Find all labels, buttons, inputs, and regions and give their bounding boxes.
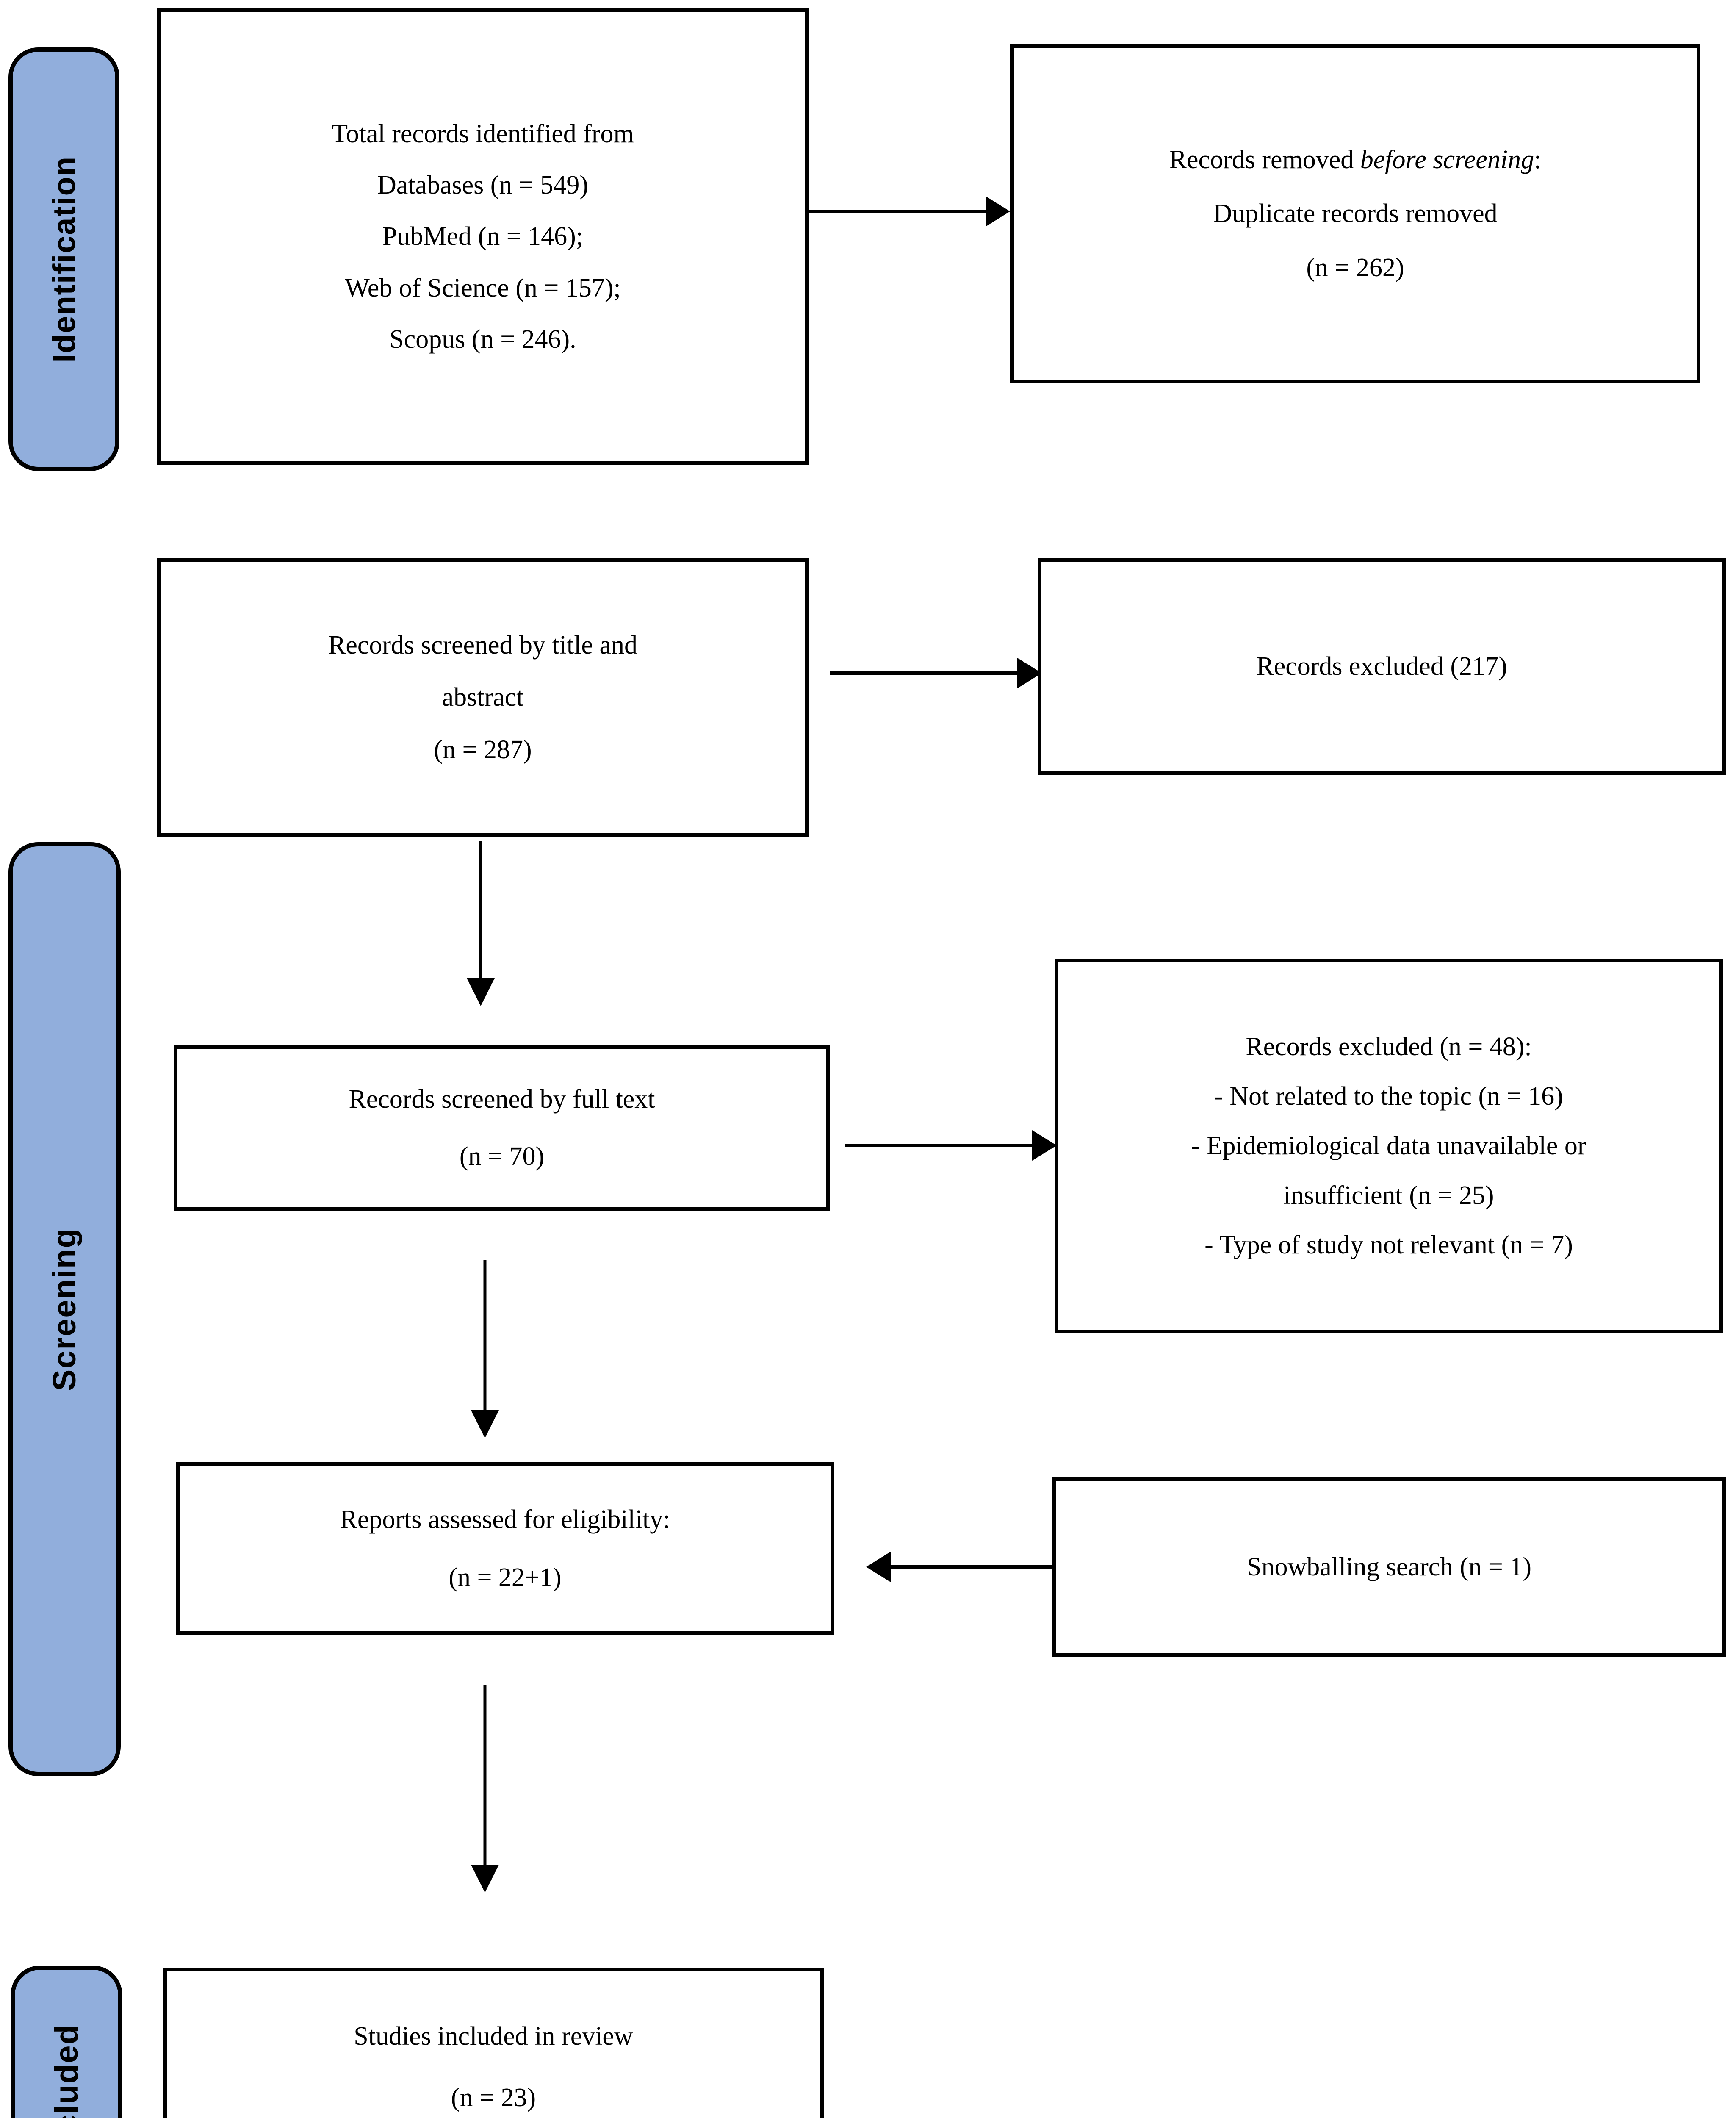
arrow-screened-to-fulltext bbox=[466, 841, 496, 1006]
arrow-screened-to-excluded-217 bbox=[830, 657, 1042, 690]
excluded-title-abstract-line-1: Records excluded (217) bbox=[1256, 652, 1507, 681]
box-screened-title-abstract: Records screened by title and abstract (… bbox=[157, 558, 809, 837]
stage-tab-screening-label: Screening bbox=[47, 1227, 83, 1391]
arrow-identified-to-removed bbox=[809, 195, 1010, 228]
records-removed-line-3: (n = 262) bbox=[1306, 253, 1404, 282]
box-snowballing-search: Snowballing search (n = 1) bbox=[1052, 1477, 1726, 1657]
box-excluded-full-text: Records excluded (n = 48): - Not related… bbox=[1055, 959, 1723, 1333]
records-identified-line-3: PubMed (n = 146); bbox=[382, 222, 584, 251]
excluded-full-text-line-2: - Not related to the topic (n = 16) bbox=[1214, 1081, 1563, 1111]
snowballing-line-1: Snowballing search (n = 1) bbox=[1246, 1552, 1532, 1581]
box-reports-assessed: Reports assessed for eligibility: (n = 2… bbox=[176, 1462, 834, 1635]
records-identified-line-1: Total records identified from bbox=[332, 119, 634, 149]
records-identified-line-5: Scopus (n = 246). bbox=[389, 324, 576, 354]
box-studies-included: Studies included in review (n = 23) bbox=[163, 1968, 824, 2118]
stage-tab-included: Included bbox=[11, 1966, 122, 2118]
screened-title-abstract-line-2: abstract bbox=[442, 683, 524, 712]
excluded-full-text-line-5: - Type of study not relevant (n = 7) bbox=[1204, 1231, 1573, 1260]
stage-tab-identification-label: Identification bbox=[46, 155, 82, 363]
studies-included-line-2: (n = 23) bbox=[451, 2083, 536, 2112]
records-removed-line-1: Records removed before screening: bbox=[1024, 146, 1686, 174]
reports-assessed-line-1: Reports assessed for eligibility: bbox=[340, 1505, 670, 1534]
arrow-eligibility-to-included bbox=[470, 1685, 500, 1893]
box-screened-full-text: Records screened by full text (n = 70) bbox=[174, 1045, 830, 1211]
records-removed-suffix: : bbox=[1534, 145, 1542, 175]
records-identified-line-2: Databases (n = 549) bbox=[377, 171, 589, 200]
stage-tab-screening: Screening bbox=[8, 842, 121, 1776]
records-identified-line-4: Web of Science (n = 157); bbox=[345, 273, 621, 302]
screened-full-text-line-1: Records screened by full text bbox=[349, 1084, 655, 1114]
box-excluded-title-abstract: Records excluded (217) bbox=[1038, 558, 1726, 775]
arrow-fulltext-to-excluded-48 bbox=[845, 1129, 1057, 1162]
excluded-full-text-line-4: insufficient (n = 25) bbox=[1283, 1181, 1494, 1210]
studies-included-line-1: Studies included in review bbox=[354, 2021, 633, 2051]
stage-tab-included-label: Included bbox=[48, 2024, 85, 2118]
records-removed-emphasis: before screening bbox=[1360, 145, 1534, 175]
box-records-removed: Records removed before screening: Duplic… bbox=[1010, 44, 1700, 383]
excluded-full-text-line-1: Records excluded (n = 48): bbox=[1246, 1032, 1532, 1061]
stage-tab-identification: Identification bbox=[8, 47, 119, 471]
screened-title-abstract-line-3: (n = 287) bbox=[434, 735, 532, 764]
arrow-snowballing-to-eligibility bbox=[866, 1550, 1055, 1583]
records-removed-prefix: Records removed bbox=[1169, 145, 1360, 175]
excluded-full-text-line-3: - Epidemiological data unavailable or bbox=[1191, 1131, 1586, 1160]
arrow-fulltext-to-eligibility bbox=[470, 1260, 500, 1438]
reports-assessed-line-2: (n = 22+1) bbox=[449, 1563, 562, 1592]
screened-full-text-line-2: (n = 70) bbox=[459, 1142, 545, 1171]
box-records-identified: Total records identified from Databases … bbox=[157, 8, 809, 465]
records-removed-line-2: Duplicate records removed bbox=[1213, 199, 1498, 228]
screened-title-abstract-line-1: Records screened by title and bbox=[328, 631, 637, 660]
